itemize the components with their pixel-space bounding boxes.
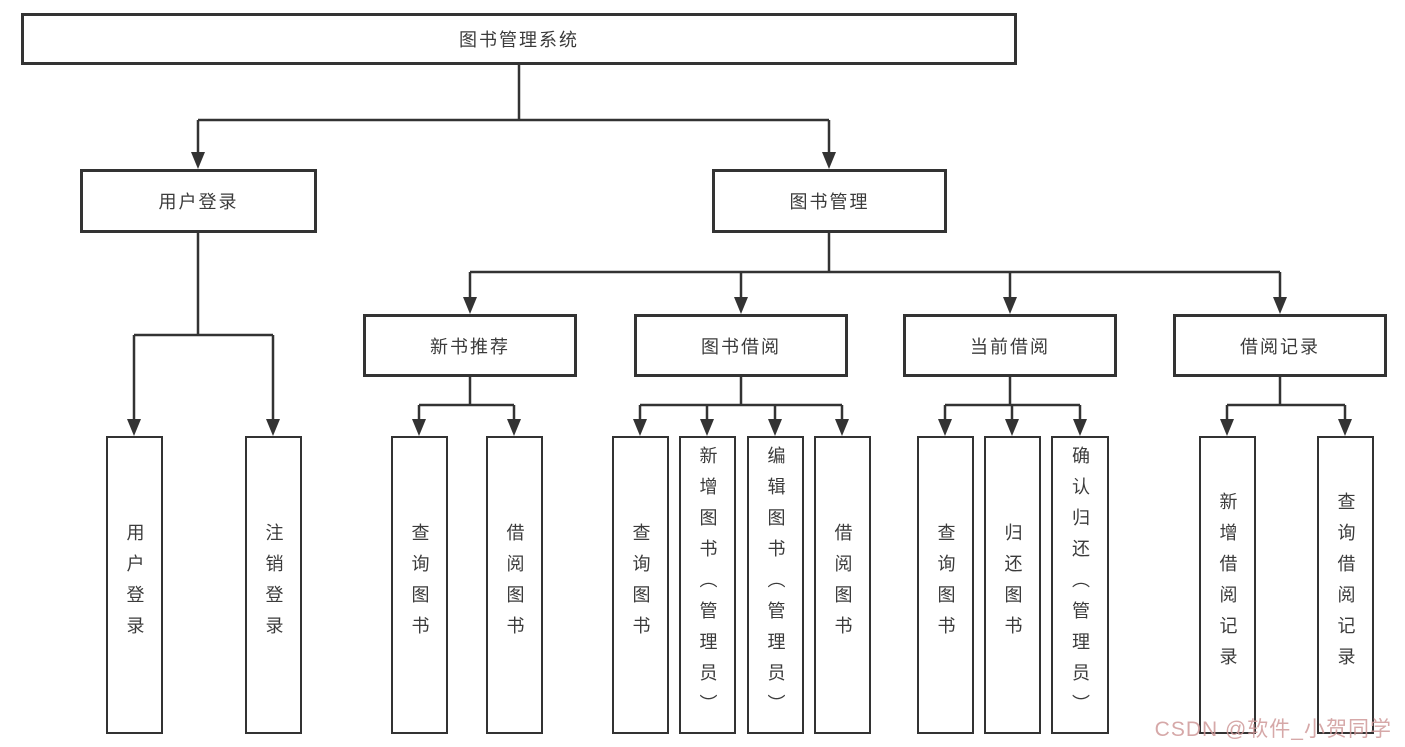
node-book-borrow-label: 图书借阅 bbox=[701, 336, 781, 357]
node-query-books-borrow: 查询图书 bbox=[612, 436, 669, 734]
node-borrow-books-leaf: 借阅图书 bbox=[814, 436, 871, 734]
node-book-management-label: 图书管理 bbox=[789, 192, 870, 212]
node-confirm-return-admin-label: 确认归还（管理员） bbox=[1070, 445, 1090, 725]
node-query-books-recommend-label: 查询图书 bbox=[409, 523, 430, 647]
node-root: 图书管理系统 bbox=[21, 13, 1017, 65]
node-query-borrow-record-label: 查询借阅记录 bbox=[1335, 492, 1356, 678]
node-return-books-label: 归还图书 bbox=[1002, 523, 1023, 647]
node-book-management: 图书管理 bbox=[712, 169, 947, 233]
node-current-borrow-label: 当前借阅 bbox=[970, 336, 1050, 357]
node-add-borrow-record-label: 新增借阅记录 bbox=[1217, 492, 1238, 678]
node-borrow-books-recommend-label: 借阅图书 bbox=[504, 523, 525, 647]
node-user-login-leaf: 用户登录 bbox=[106, 436, 163, 734]
node-borrow-records: 借阅记录 bbox=[1173, 314, 1387, 377]
node-confirm-return-admin: 确认归还（管理员） bbox=[1051, 436, 1109, 734]
node-current-borrow: 当前借阅 bbox=[903, 314, 1117, 377]
node-user-login-branch-label: 用户登录 bbox=[158, 192, 239, 212]
node-book-borrow: 图书借阅 bbox=[634, 314, 848, 377]
node-user-login-leaf-label: 用户登录 bbox=[124, 523, 145, 647]
node-user-login-branch: 用户登录 bbox=[80, 169, 317, 233]
node-add-books-admin: 新增图书（管理员） bbox=[679, 436, 736, 734]
node-borrow-books-leaf-label: 借阅图书 bbox=[832, 523, 853, 647]
node-borrow-records-label: 借阅记录 bbox=[1240, 336, 1320, 357]
node-return-books: 归还图书 bbox=[984, 436, 1041, 734]
node-edit-books-admin-label: 编辑图书（管理员） bbox=[765, 445, 786, 725]
node-root-label: 图书管理系统 bbox=[459, 30, 579, 50]
node-new-book-recommend: 新书推荐 bbox=[363, 314, 577, 377]
node-borrow-books-recommend: 借阅图书 bbox=[486, 436, 543, 734]
node-query-books-current: 查询图书 bbox=[917, 436, 974, 734]
node-query-books-current-label: 查询图书 bbox=[935, 523, 956, 647]
node-add-books-admin-label: 新增图书（管理员） bbox=[697, 445, 718, 725]
node-logout-label: 注销登录 bbox=[263, 523, 284, 647]
node-query-books-recommend: 查询图书 bbox=[391, 436, 448, 734]
node-query-borrow-record: 查询借阅记录 bbox=[1317, 436, 1374, 734]
node-query-books-borrow-label: 查询图书 bbox=[630, 523, 651, 647]
node-new-book-recommend-label: 新书推荐 bbox=[430, 336, 510, 357]
node-add-borrow-record: 新增借阅记录 bbox=[1199, 436, 1256, 734]
node-edit-books-admin: 编辑图书（管理员） bbox=[747, 436, 804, 734]
node-logout: 注销登录 bbox=[245, 436, 302, 734]
